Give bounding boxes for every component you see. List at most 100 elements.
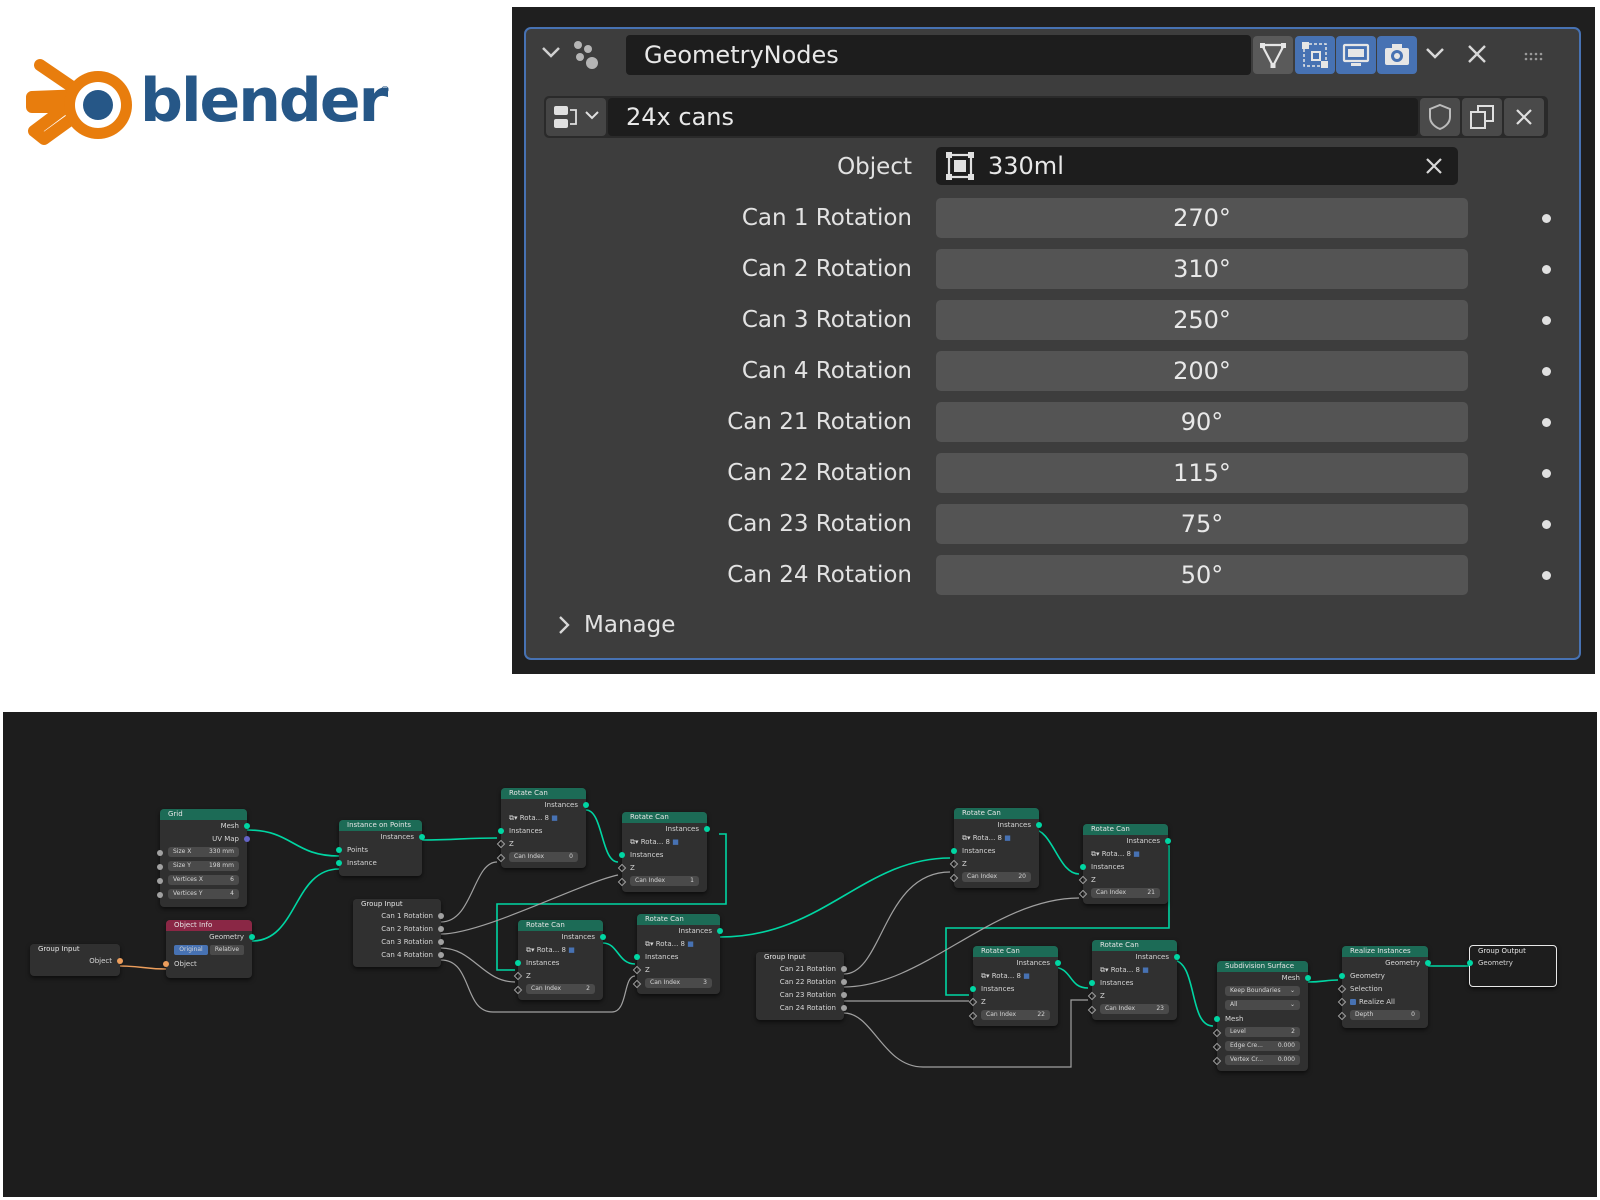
node-group-selector[interactable]: ⧉▾ Rota... 8 ■ — [637, 938, 720, 951]
geometry-socket-icon[interactable] — [1467, 960, 1473, 966]
can-23-rotation-field[interactable]: 75° — [936, 504, 1468, 544]
geometry-socket-icon[interactable] — [1174, 954, 1180, 960]
keyframe-dot-icon[interactable] — [1542, 571, 1551, 580]
rotate-can-node[interactable]: Rotate Can Instances ⧉▾ Rota... 8 ■ Inst… — [1078, 824, 1171, 904]
float-socket-icon[interactable] — [841, 992, 847, 998]
remove-modifier-close-icon[interactable] — [1466, 43, 1488, 69]
shield-icon[interactable]: ■ — [1133, 850, 1140, 858]
float-socket-icon[interactable] — [438, 913, 444, 919]
geometry-socket-icon[interactable] — [1055, 960, 1061, 966]
float-socket-icon[interactable] — [438, 926, 444, 932]
node-group-selector[interactable]: ⧉▾ Rota... 8 ■ — [973, 970, 1058, 983]
can-2-rotation-field[interactable]: 310° — [936, 249, 1468, 289]
float-socket-icon[interactable] — [841, 979, 847, 985]
object-field[interactable]: 330ml — [936, 147, 1458, 185]
node-group-selector[interactable]: ⧉▾ Rota... 8 ■ — [1083, 848, 1168, 861]
unlink-node-group-button[interactable] — [1504, 98, 1544, 136]
can-24-rotation-field[interactable]: 50° — [936, 555, 1468, 595]
rotate-can-node[interactable]: Rotate Can Instances ⧉▾ Rota... 8 ■ Inst… — [513, 920, 606, 1000]
can-3-rotation-field[interactable]: 250° — [936, 300, 1468, 340]
geometry-socket-icon[interactable] — [634, 954, 640, 960]
shield-icon[interactable]: ■ — [672, 838, 679, 846]
keyframe-dot-icon[interactable] — [1542, 520, 1551, 529]
geometry-socket-icon[interactable] — [600, 934, 606, 940]
group-input-node[interactable]: Group Input Can 1 Rotation Can 2 Rotatio… — [353, 899, 444, 967]
original-option[interactable]: Original — [174, 945, 208, 955]
clear-object-close-icon[interactable] — [1424, 156, 1444, 176]
render-toggle[interactable] — [1377, 36, 1417, 74]
collapse-chevron-icon[interactable] — [540, 41, 562, 66]
drag-handle-icon[interactable] — [1524, 47, 1546, 66]
float-socket-icon[interactable] — [438, 952, 444, 958]
keep-boundaries-dropdown[interactable]: Keep Boundaries⌄ — [1217, 986, 1308, 999]
node-group-selector[interactable]: ⧉▾ Rota... 8 ■ — [622, 836, 707, 849]
float-socket-icon[interactable] — [157, 850, 163, 856]
geometry-socket-icon[interactable] — [583, 802, 589, 808]
float-socket-icon[interactable] — [841, 1005, 847, 1011]
geometry-socket-icon[interactable] — [951, 848, 957, 854]
modifier-name-field[interactable]: GeometryNodes — [626, 35, 1251, 75]
shield-icon[interactable]: ■ — [551, 814, 558, 822]
vector-socket-icon[interactable] — [244, 836, 250, 842]
subdivision-surface-node[interactable]: Subdivision Surface Mesh Keep Boundaries… — [1212, 961, 1311, 1071]
geometry-socket-icon[interactable] — [1214, 1016, 1220, 1022]
on-cage-toggle[interactable] — [1295, 36, 1335, 74]
geometry-socket-icon[interactable] — [1425, 960, 1431, 966]
node-group-selector[interactable]: ⧉▾ Rota... 8 ■ — [954, 832, 1039, 845]
can-1-rotation-field[interactable]: 270° — [936, 198, 1468, 238]
geometry-socket-icon[interactable] — [336, 847, 342, 853]
modifier-menu-chevron-icon[interactable] — [1424, 45, 1446, 65]
can-4-rotation-field[interactable]: 200° — [936, 351, 1468, 391]
geometry-socket-icon[interactable] — [1165, 838, 1171, 844]
shield-icon[interactable]: ■ — [1004, 834, 1011, 842]
all-dropdown[interactable]: All⌄ — [1217, 1000, 1308, 1013]
can-22-rotation-field[interactable]: 115° — [936, 453, 1468, 493]
node-group-browse-button[interactable] — [546, 98, 606, 136]
shield-icon[interactable]: ■ — [568, 946, 575, 954]
realize-instances-node[interactable]: Realize Instances Geometry Geometry Sele… — [1337, 946, 1431, 1028]
duplicate-node-group-button[interactable] — [1462, 98, 1502, 136]
geometry-socket-icon[interactable] — [1080, 864, 1086, 870]
keyframe-dot-icon[interactable] — [1542, 367, 1551, 376]
shield-icon[interactable]: ■ — [687, 940, 694, 948]
object-socket-icon[interactable] — [163, 961, 169, 967]
rotate-can-node[interactable]: Rotate Can Instances ⧉▾ Rota... 8 ■ Inst… — [496, 788, 589, 868]
fake-user-button[interactable] — [1420, 98, 1460, 136]
keyframe-dot-icon[interactable] — [1542, 469, 1551, 478]
geometry-socket-icon[interactable] — [619, 852, 625, 858]
geometry-socket-icon[interactable] — [498, 828, 504, 834]
shield-icon[interactable]: ■ — [1023, 972, 1030, 980]
manage-subpanel-header[interactable]: Manage — [556, 605, 675, 645]
group-input-node[interactable]: Group Input Can 21 Rotation Can 22 Rotat… — [756, 952, 847, 1020]
geometry-socket-icon[interactable] — [249, 934, 255, 940]
keyframe-dot-icon[interactable] — [1542, 418, 1551, 427]
node-editor-canvas[interactable]: Group Input Object Grid Mesh UV Map Size… — [3, 712, 1597, 1197]
float-socket-icon[interactable] — [841, 966, 847, 972]
geometry-socket-icon[interactable] — [1339, 973, 1345, 979]
edit-mode-toggle[interactable] — [1253, 36, 1293, 74]
checkbox-icon[interactable] — [1350, 999, 1356, 1005]
vertex-crease-field[interactable]: Vertex Cr...0.000 — [1212, 1055, 1308, 1068]
can-21-rotation-field[interactable]: 90° — [936, 402, 1468, 442]
keyframe-dot-icon[interactable] — [1542, 214, 1551, 223]
instance-on-points-node[interactable]: Instance on Points Instances Points Inst… — [336, 820, 425, 876]
shield-icon[interactable]: ■ — [1142, 966, 1149, 974]
group-output-node[interactable]: Group Output Geometry — [1467, 945, 1557, 987]
float-socket-icon[interactable] — [157, 864, 163, 870]
geometry-socket-icon[interactable] — [1036, 822, 1042, 828]
geometry-socket-icon[interactable] — [1089, 980, 1095, 986]
geometry-socket-icon[interactable] — [970, 986, 976, 992]
keyframe-dot-icon[interactable] — [1542, 316, 1551, 325]
